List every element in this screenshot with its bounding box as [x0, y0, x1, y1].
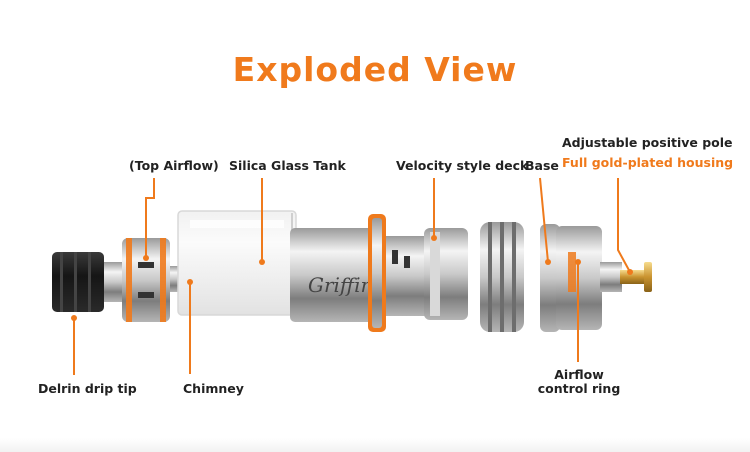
top-cap-part: [122, 238, 170, 322]
airflow-ring-part: [540, 224, 622, 332]
label-velocity-deck: Velocity style deck: [396, 158, 529, 173]
label-drip-tip: Delrin drip tip: [38, 381, 137, 396]
label-gold-housing: Full gold-plated housing: [562, 155, 734, 170]
base-part: [480, 222, 524, 332]
label-airflow-ring: Airflow control ring: [536, 368, 622, 396]
velocity-deck-part: Griffin: [290, 214, 468, 332]
footer-shadow: [0, 438, 750, 452]
label-airflow-ring-line2: control ring: [537, 381, 621, 396]
label-chimney: Chimney: [183, 381, 244, 396]
glass-tank-part: [177, 210, 297, 316]
griffin-logo: Griffin: [308, 273, 373, 297]
drip-tip-part: [52, 252, 126, 312]
label-positive-pole: Adjustable positive pole: [562, 135, 733, 150]
leader-positive-pole: [617, 178, 631, 273]
leader-top-airflow: [145, 178, 155, 258]
page-title: Exploded View: [232, 50, 518, 89]
label-base: Base: [525, 158, 559, 173]
leader-dots: [71, 235, 633, 321]
label-glass-tank: Silica Glass Tank: [229, 158, 346, 173]
label-top-airflow: (Top Airflow): [129, 158, 219, 173]
positive-pole-part: [620, 262, 652, 292]
leader-base: [539, 177, 549, 263]
leader-lines: [73, 177, 631, 375]
label-airflow-ring-line1: Airflow: [554, 367, 604, 382]
